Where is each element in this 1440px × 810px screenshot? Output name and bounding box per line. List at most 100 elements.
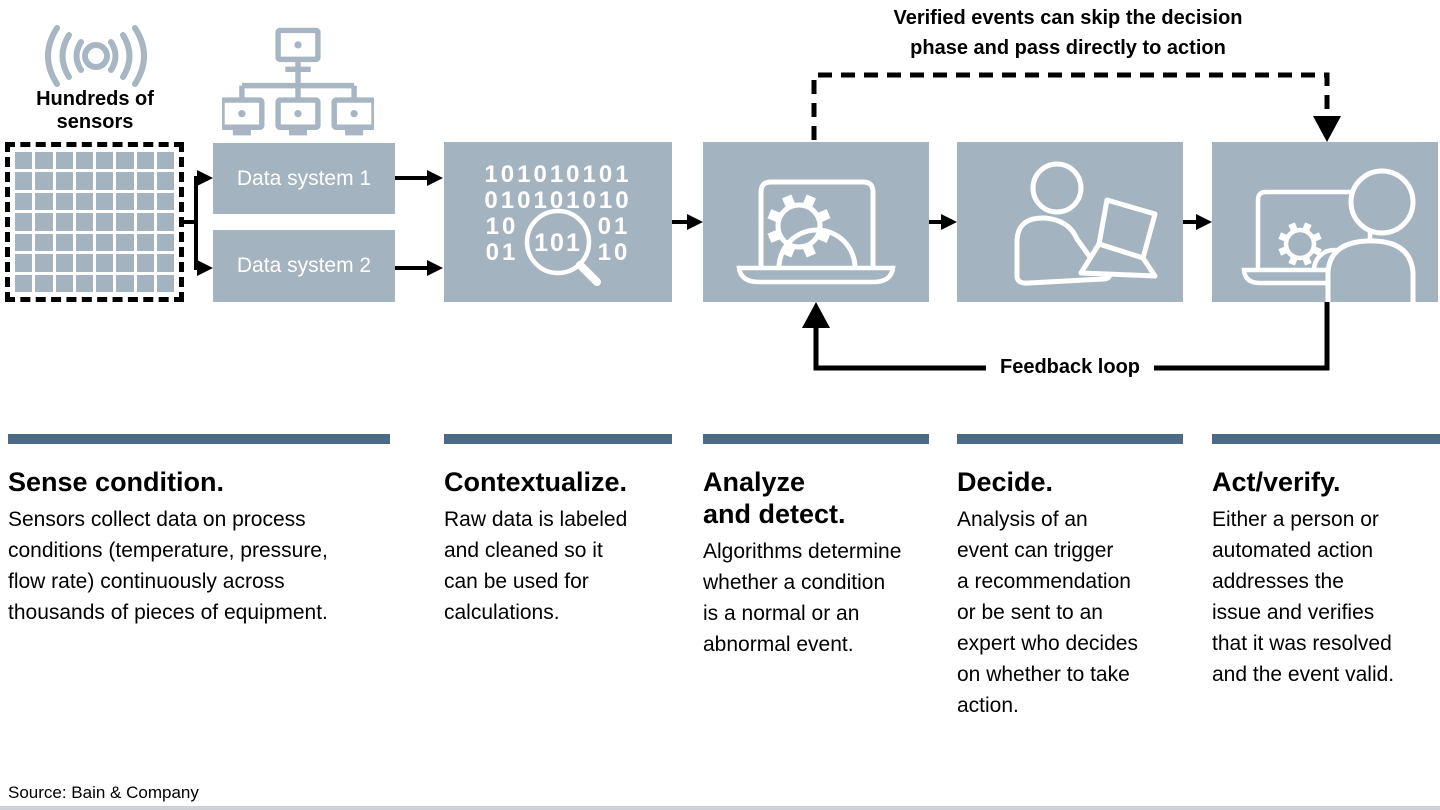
person-laptop-gear-icon <box>1241 168 1416 302</box>
sensor-cell <box>96 172 114 190</box>
sensor-cell <box>55 192 73 211</box>
sensor-cell <box>96 213 114 231</box>
sensor-cell <box>55 172 73 190</box>
step-column-analyze: Analyze and detect. Algorithms determine… <box>703 466 945 660</box>
data-system-1-label: Data system 1 <box>236 166 372 190</box>
section-bar-4 <box>957 434 1183 444</box>
bottom-rule <box>0 806 1440 810</box>
sensor-cell <box>156 254 174 272</box>
sensor-cell <box>15 274 33 292</box>
step-title: Contextualize. <box>444 467 628 497</box>
source-credit: Source: Bain & Company <box>8 783 199 802</box>
sensor-cell <box>96 152 114 170</box>
step-description: Either a person or automated action addr… <box>1212 508 1395 686</box>
sensors-label: Hundreds of sensors <box>36 88 154 133</box>
feedback-label: Feedback loop <box>985 352 1155 382</box>
section-bar-5 <box>1212 434 1440 444</box>
data-system-2-box: Data system 2 <box>213 230 395 302</box>
binary-row-1: 101010101 <box>484 161 631 188</box>
sensor-cell <box>136 152 154 170</box>
feedback-arrowhead <box>802 302 830 328</box>
sensor-cell <box>55 213 73 231</box>
act-verify-box <box>1212 142 1438 302</box>
step-column-decide: Decide. Analysis of an event can trigger… <box>957 466 1195 721</box>
arrowhead <box>687 214 703 230</box>
data-system-1-box: Data system 1 <box>213 143 395 214</box>
sensor-cell <box>75 274 93 292</box>
sensor-cell <box>96 254 114 272</box>
step-title: Decide. <box>957 467 1054 497</box>
sensor-cell <box>35 254 53 272</box>
sensor-cell <box>156 172 174 190</box>
sensor-cell <box>15 192 33 211</box>
section-bar-3 <box>703 434 929 444</box>
sensor-cell <box>116 152 134 170</box>
laptop-gear-icon <box>736 179 896 285</box>
sensor-cell <box>116 254 134 272</box>
binary-row-4-left: 01 <box>486 239 519 266</box>
sensor-cell <box>35 233 53 252</box>
sensor-cell <box>15 233 33 252</box>
binary-row-3-left: 10 <box>486 213 519 240</box>
analyze-box <box>703 142 929 302</box>
sensor-cell <box>35 192 53 211</box>
sensor-cell <box>116 274 134 292</box>
sensor-cell <box>75 254 93 272</box>
sensor-cell <box>156 192 174 211</box>
sensor-cell <box>96 192 114 211</box>
magnifier-lens <box>524 208 592 276</box>
sensor-cell <box>75 213 93 231</box>
skip-dashed-path <box>811 72 1330 140</box>
sensor-cell <box>116 213 134 231</box>
contextualize-box: 101010101 010101010 10 01 01 10 101 <box>444 142 672 302</box>
data-system-2-label: Data system 2 <box>236 254 372 277</box>
binary-row-4-right: 10 <box>598 239 631 266</box>
arrowhead <box>197 170 213 186</box>
sensor-cell <box>96 233 114 252</box>
step-title: Analyze and detect. <box>703 467 846 529</box>
sensor-cell <box>35 152 53 170</box>
sensor-cell <box>15 172 33 190</box>
step-column-sense: Sense condition. Sensors collect data on… <box>8 466 406 628</box>
sensor-cell <box>55 274 73 292</box>
step-description: Raw data is labeled and cleaned so it ca… <box>444 508 628 624</box>
sensor-cell <box>55 254 73 272</box>
sensor-cell <box>116 233 134 252</box>
arrowhead <box>197 260 213 276</box>
step-column-act-verify: Act/verify. Either a person or automated… <box>1212 466 1440 690</box>
binary-magnifier-icon: 101010101 010101010 10 01 01 10 101 <box>484 161 631 286</box>
sensor-grid <box>5 142 184 302</box>
sensor-cell <box>35 213 53 231</box>
sensor-cell <box>136 172 154 190</box>
sensor-cell <box>136 233 154 252</box>
server-network-icon <box>222 27 374 136</box>
sensor-cell <box>136 254 154 272</box>
section-bar-1 <box>8 434 390 444</box>
sensor-cell <box>75 152 93 170</box>
binary-row-3-right: 01 <box>598 213 631 240</box>
sensor-cell <box>156 152 174 170</box>
sensor-cell <box>15 213 33 231</box>
sensor-cell <box>75 172 93 190</box>
decide-box <box>957 142 1183 302</box>
sensor-cell <box>136 192 154 211</box>
arrowhead <box>427 170 443 186</box>
sensor-cell <box>116 192 134 211</box>
sensor-cell <box>136 274 154 292</box>
sensor-cell <box>156 213 174 231</box>
step-title: Sense condition. <box>8 467 225 497</box>
sensor-cell <box>75 192 93 211</box>
sensor-cell <box>156 274 174 292</box>
sensor-cell <box>136 213 154 231</box>
wireless-sensor-icon <box>45 25 147 87</box>
binary-lens-text: 101 <box>534 229 582 257</box>
sensor-cell <box>116 172 134 190</box>
sensor-cell <box>96 274 114 292</box>
sensor-cell <box>156 233 174 252</box>
arrowhead <box>1196 214 1212 230</box>
sensor-cell <box>35 274 53 292</box>
step-description: Algorithms determine whether a condition… <box>703 540 902 656</box>
step-description: Sensors collect data on process conditio… <box>8 508 328 624</box>
sensor-cell <box>15 254 33 272</box>
